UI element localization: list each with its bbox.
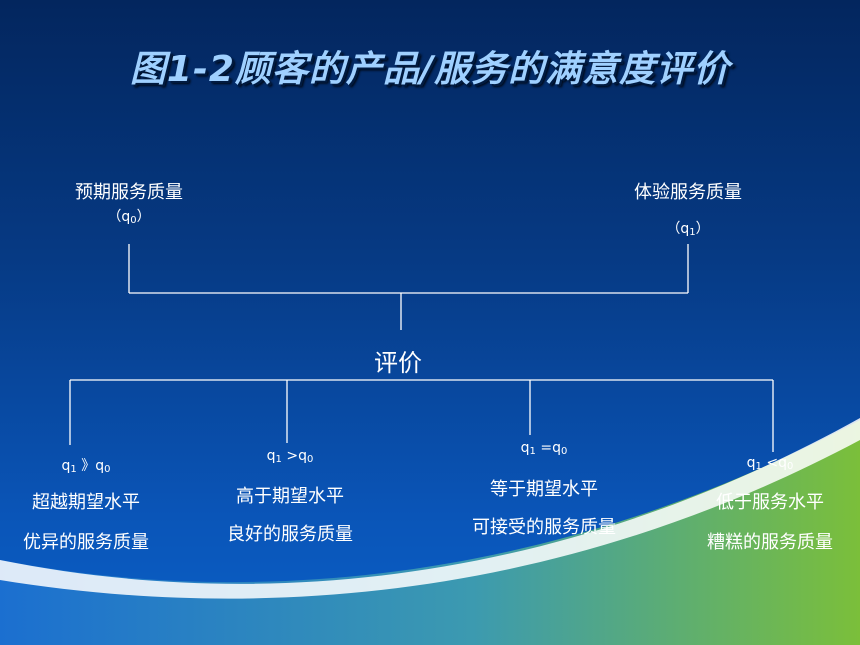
experienced-quality-label: 体验服务质量 xyxy=(634,182,742,203)
branch-3-relation: q1 =q0 xyxy=(520,440,568,457)
branch-2-level: 高于期望水平 xyxy=(236,486,344,507)
branch-4-level: 低于服务水平 xyxy=(716,492,824,513)
page-title: 图1-2顾客的产品/服务的满意度评价 xyxy=(129,49,731,90)
evaluation-label: 评价 xyxy=(374,349,422,377)
branch-4-quality: 糟糕的服务质量 xyxy=(707,532,833,553)
branch-1-level: 超越期望水平 xyxy=(32,492,140,513)
branch-2-relation: q1 >q0 xyxy=(266,448,314,465)
branch-1-quality: 优异的服务质量 xyxy=(23,532,149,553)
branch-3-level: 等于期望水平 xyxy=(490,479,598,500)
branch-3-quality: 可接受的服务质量 xyxy=(472,517,616,538)
expected-quality-label: 预期服务质量 xyxy=(75,182,183,203)
expected-quality-symbol: （q0） xyxy=(107,209,151,226)
experienced-quality-symbol: （q1） xyxy=(666,221,710,238)
branch-4-relation: q1 <q0 xyxy=(746,455,794,472)
branch-1-relation: q1 》q0 xyxy=(61,458,111,475)
branch-2-quality: 良好的服务质量 xyxy=(227,524,353,545)
